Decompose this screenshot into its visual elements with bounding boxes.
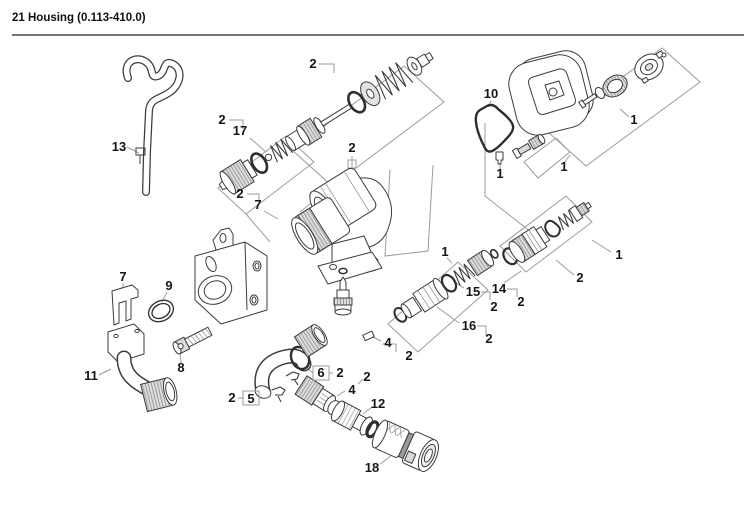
- part-label-9: 9: [165, 278, 172, 293]
- group-boxes-and-leaders: [98, 47, 701, 465]
- gasket-part-10: [474, 103, 515, 165]
- part-label-2-of-14: 2: [517, 294, 524, 309]
- unloader-assembly: [218, 52, 434, 195]
- part-label-6-boxed: 6: [317, 365, 324, 380]
- part-label-2-of-6: 2: [336, 365, 343, 380]
- part-label-4-lower: 4: [348, 382, 356, 397]
- part-label-7-left: 7: [119, 269, 126, 284]
- o-ring-9: [147, 299, 175, 323]
- connector-part-12: [330, 400, 380, 439]
- part-label-1-gasket: 1: [496, 166, 503, 181]
- label-box-5: [242, 390, 260, 406]
- part-label-4-upper: 4: [384, 335, 392, 350]
- part-label-16: 16: [462, 318, 476, 333]
- part-label-1-check: 1: [615, 247, 622, 262]
- part-label-2-of-16: 2: [485, 331, 492, 346]
- part-label-8: 8: [177, 360, 184, 375]
- part-label-13: 13: [112, 139, 126, 154]
- part-label-2-pair17: 2: [218, 112, 225, 127]
- screw-set-1: [511, 133, 546, 159]
- part-label-1-valve: 1: [441, 244, 448, 259]
- part-label-2-top: 2: [309, 56, 316, 71]
- part-label-11: 11: [84, 368, 98, 383]
- part-label-2-of-5: 2: [228, 390, 235, 405]
- part-label-2-check: 2: [576, 270, 583, 285]
- part-label-17: 17: [233, 123, 247, 138]
- cylinder-head-assembly: [508, 50, 667, 136]
- part-label-2-of-4a: 2: [405, 348, 412, 363]
- part-label-12: 12: [371, 396, 385, 411]
- part-label-15: 15: [466, 284, 480, 299]
- part-label-18: 18: [365, 460, 379, 475]
- part-label-7-top: 7: [254, 197, 261, 212]
- coupling-part-18: [371, 419, 439, 472]
- callout-labels: 2 2 17 2 2 7 13 10 1 1 1 1 2 14 2 15 2 1…: [84, 56, 637, 475]
- part-label-10: 10: [484, 86, 498, 101]
- clip-part-7: [111, 284, 139, 326]
- pump-block: [194, 227, 268, 325]
- elbow-part-11: [107, 323, 178, 413]
- page-title: 21 Housing (0.113-410.0): [12, 12, 146, 24]
- part-label-2-pair7: 2: [236, 186, 243, 201]
- housing-part: [291, 167, 393, 285]
- part-label-1-head: 1: [630, 112, 637, 127]
- part-label-14: 14: [492, 281, 507, 296]
- part-label-2-of-15: 2: [490, 299, 497, 314]
- hose-part-13: [122, 55, 184, 196]
- adapter-part-4: [362, 330, 375, 342]
- check-valve-assembly: [502, 201, 592, 266]
- elbow-assembly-5: [254, 324, 341, 416]
- screw-8: [172, 326, 213, 355]
- label-box-6: [312, 365, 330, 381]
- spindle-valve: [333, 267, 353, 316]
- part-label-2-housing: 2: [348, 140, 355, 155]
- part-label-1-screws: 1: [560, 159, 567, 174]
- part-label-2-of-4b: 2: [363, 369, 370, 384]
- part-label-5-boxed: 5: [247, 391, 254, 406]
- valve-assembly: [393, 248, 499, 323]
